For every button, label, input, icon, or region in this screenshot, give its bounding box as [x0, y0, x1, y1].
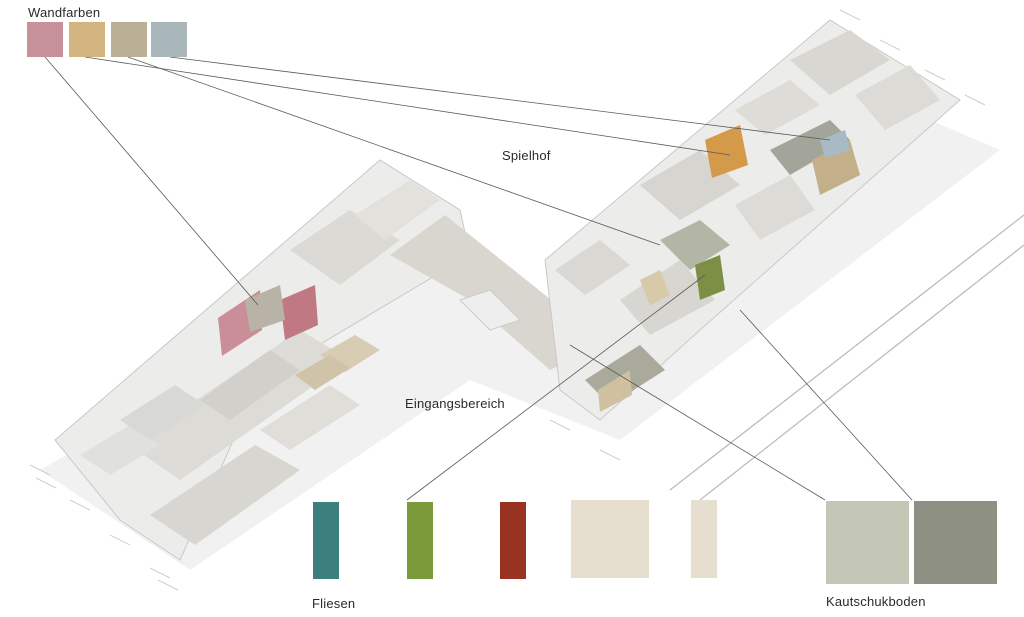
- rubber-floor-label: Kautschukboden: [826, 594, 926, 609]
- rubber-floor-light-swatch: [826, 501, 909, 584]
- tile-teal-swatch: [313, 502, 339, 579]
- playground-label: Spielhof: [502, 148, 551, 163]
- tile-beige-large-swatch: [571, 500, 649, 578]
- rubber-floor-dark-swatch: [914, 501, 997, 584]
- entrance-label: Eingangsbereich: [405, 396, 505, 411]
- wall-color-taupe-swatch: [111, 22, 147, 57]
- tile-red-swatch: [500, 502, 526, 579]
- wall-color-blue-grey-swatch: [151, 22, 187, 57]
- right-wing: [544, 19, 961, 421]
- wall-color-rose-swatch: [27, 22, 63, 57]
- tile-green-swatch: [407, 502, 433, 579]
- leader-lines: [44, 56, 913, 501]
- street-lines: [669, 214, 1024, 501]
- tile-beige-narrow-swatch: [691, 500, 717, 578]
- wall-colors-title: Wandfarben: [28, 5, 101, 20]
- left-wing: [54, 159, 471, 561]
- wall-color-ochre-swatch: [69, 22, 105, 57]
- center-corridor: [390, 215, 600, 370]
- tiles-label: Fliesen: [312, 596, 356, 611]
- window-marks: [29, 9, 986, 591]
